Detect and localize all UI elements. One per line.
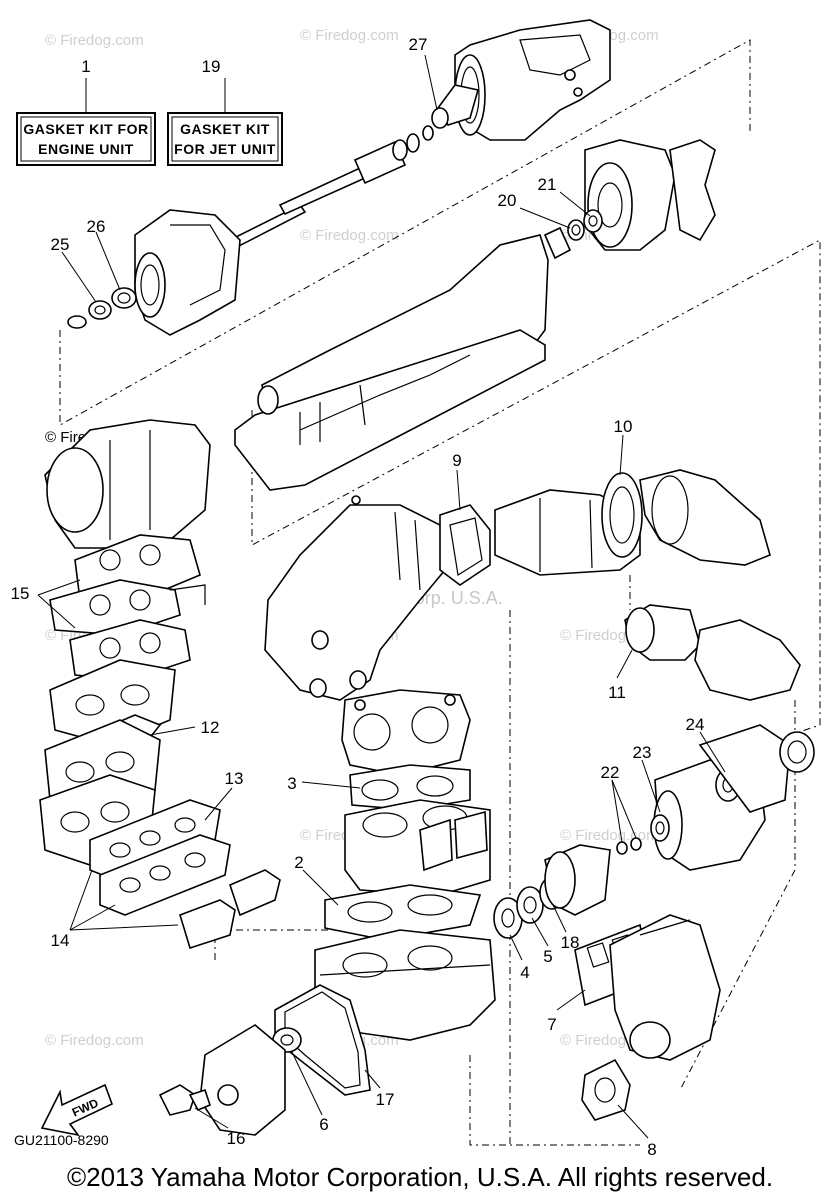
exhaust-pipe [264, 495, 446, 701]
callout-number: 20 [498, 191, 517, 210]
bearing-26 [111, 287, 137, 309]
impeller-housing [584, 139, 716, 251]
intermediate-housing [134, 209, 241, 336]
callout-number: 7 [547, 1015, 556, 1034]
kit-box-line1: GASKET KIT [180, 121, 270, 137]
oil-seal-23 [650, 814, 670, 842]
bearing-20 [567, 219, 585, 241]
watermark: © Firedog.com [45, 32, 144, 49]
intake-duct [234, 234, 549, 491]
callout-number: 25 [51, 235, 70, 254]
exhaust-manifold-gaskets [49, 534, 206, 681]
kit-box-line1: GASKET KIT FOR [23, 121, 148, 137]
water-box-muffler [44, 419, 211, 549]
reed-valve-gaskets [89, 799, 231, 916]
callout-number: 8 [647, 1140, 656, 1159]
forward-arrow-icon: FWD [40, 1083, 114, 1137]
callout-number: 12 [201, 718, 220, 737]
callout-number: 24 [686, 715, 705, 734]
carburetor-intake [609, 914, 721, 1061]
pump-cone [431, 84, 480, 129]
spline-coupler [543, 226, 572, 260]
cover-seal [779, 731, 815, 773]
kit-box-line2: FOR JET UNIT [174, 141, 276, 157]
callout-number: 26 [87, 217, 106, 236]
callout-number: 2 [294, 853, 303, 872]
callout-number: 6 [319, 1115, 328, 1134]
base-gasket-2 [324, 884, 482, 941]
callout-number: 17 [376, 1090, 395, 1109]
watermark: © Firedog.com [300, 227, 399, 244]
washer [67, 315, 87, 329]
diagram-code: GU21100-8290 [14, 1132, 109, 1148]
cylinder-head [341, 689, 471, 776]
jet-pump-housing [454, 19, 611, 141]
reed-valve-blocks [179, 869, 281, 950]
cylinder [344, 799, 491, 896]
callout-number: 1 [81, 57, 90, 76]
bearing-21 [583, 209, 603, 233]
callout-number: 23 [633, 743, 652, 762]
watermark: © Firedog.com [560, 827, 659, 844]
hose-joint-11 [624, 604, 801, 701]
callout-number: 10 [614, 417, 633, 436]
exhaust-gasket-9 [439, 504, 491, 586]
bearing-25 [88, 300, 112, 320]
drive-shaft [228, 125, 434, 250]
callouts: 27 21 20 26 25 10 9 15 11 12 24 23 [11, 35, 726, 1159]
callout-number: 13 [225, 769, 244, 788]
callout-number: 5 [543, 947, 552, 966]
callout-number: 11 [608, 683, 626, 702]
callout-number: 4 [520, 963, 529, 982]
callout-number: 9 [452, 451, 461, 470]
oil-seal-5 [516, 886, 544, 924]
kit-box-jet: GASKET KIT FOR JET UNIT 19 [167, 57, 283, 166]
kit-box-line2: ENGINE UNIT [38, 141, 134, 157]
intake-manifold [39, 719, 161, 866]
callout-number: 27 [409, 35, 428, 54]
exhaust-elbow [639, 469, 771, 566]
callout-number: 21 [538, 175, 557, 194]
callout-number: 3 [287, 774, 296, 793]
coupling [544, 844, 611, 916]
callout-number: 19 [202, 57, 221, 76]
watermark: © Firedog.com [45, 1032, 144, 1049]
callout-number: 15 [11, 584, 30, 603]
coupling-housing [653, 724, 791, 871]
head-gasket-3 [349, 764, 471, 811]
callout-number: 16 [227, 1129, 246, 1148]
watermark: © Firedog.com [300, 27, 399, 44]
copyright-footer: ©2013 Yamaha Motor Corporation, U.S.A. A… [66, 1162, 774, 1192]
kit-box-engine: GASKET KIT FOR ENGINE UNIT 1 [16, 57, 156, 166]
o-rings-22 [616, 837, 642, 855]
callout-number: 22 [601, 763, 620, 782]
fitting-16 [158, 1084, 211, 1116]
callout-number: 14 [51, 931, 70, 950]
exhaust-gasket-10 [601, 472, 643, 558]
callout-number: 18 [561, 933, 580, 952]
